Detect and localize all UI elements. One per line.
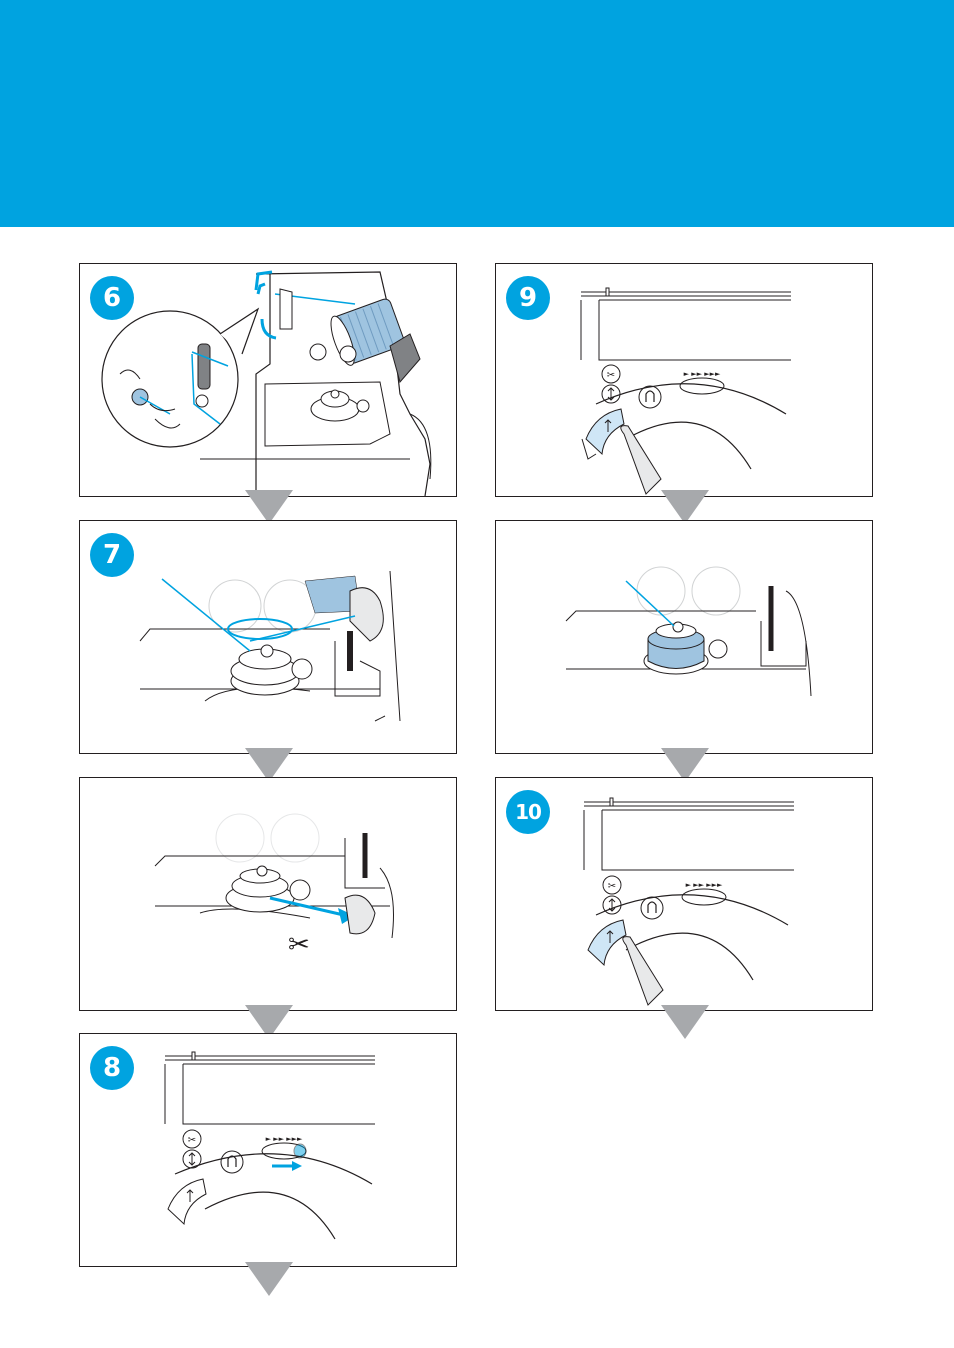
down-arrow	[661, 1005, 709, 1039]
step-6-panel: 6	[79, 263, 457, 497]
bobbin-wound-illustration	[496, 521, 872, 753]
step-7-illustration	[80, 521, 456, 753]
header-band	[0, 0, 954, 227]
step-10-panel: 10 ✂ ► ►► ►►►	[495, 777, 873, 1011]
step-6-illustration	[80, 264, 456, 496]
svg-text:► ►► ►►►: ► ►► ►►►	[266, 1135, 303, 1143]
step-10-illustration: ✂ ► ►► ►►►	[496, 778, 872, 1010]
svg-text:► ►► ►►►: ► ►► ►►►	[684, 370, 721, 378]
bobbin-wound-panel	[495, 520, 873, 754]
cut-thread-panel: ✂	[79, 777, 457, 1011]
svg-text:✂: ✂	[608, 881, 616, 892]
cut-thread-illustration	[80, 778, 456, 1010]
down-arrow	[245, 490, 293, 524]
down-arrow	[661, 490, 709, 524]
step-9-illustration: ✂ ► ►► ►►►	[496, 264, 872, 496]
step-7-panel: 7	[79, 520, 457, 754]
svg-text:► ►► ►►►: ► ►► ►►►	[686, 881, 723, 889]
step-8-panel: 8 ✂ ► ►► ►►►	[79, 1033, 457, 1267]
scissors-icon: ✂	[288, 930, 310, 960]
step-9-panel: 9 ✂ ► ►► ►►►	[495, 263, 873, 497]
step-8-illustration: ✂ ► ►► ►►►	[80, 1034, 456, 1266]
svg-text:✂: ✂	[188, 1135, 196, 1146]
svg-text:✂: ✂	[607, 370, 615, 381]
down-arrow	[245, 1262, 293, 1296]
